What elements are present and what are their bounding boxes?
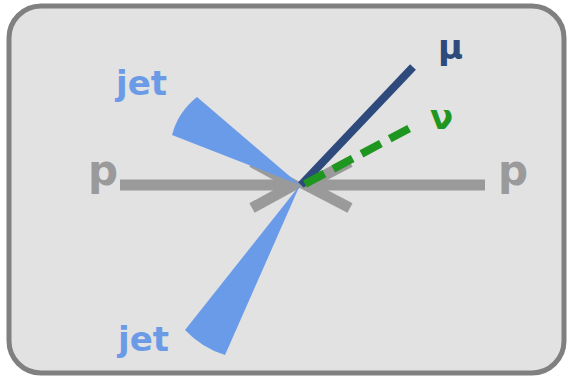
jet-cone (172, 97, 300, 185)
neutrino-track (305, 128, 410, 184)
panel (9, 6, 564, 373)
proton-beam (308, 180, 485, 191)
muon-track (301, 67, 413, 185)
neutrino-label: ν (430, 100, 453, 134)
proton-beam (120, 180, 292, 191)
jet-label: jet (116, 66, 167, 100)
jet-cone (185, 185, 300, 355)
jet-label: jet (118, 322, 169, 356)
proton-label: p (498, 150, 528, 192)
proton-label: p (88, 150, 118, 192)
muon-label: μ (438, 30, 463, 64)
